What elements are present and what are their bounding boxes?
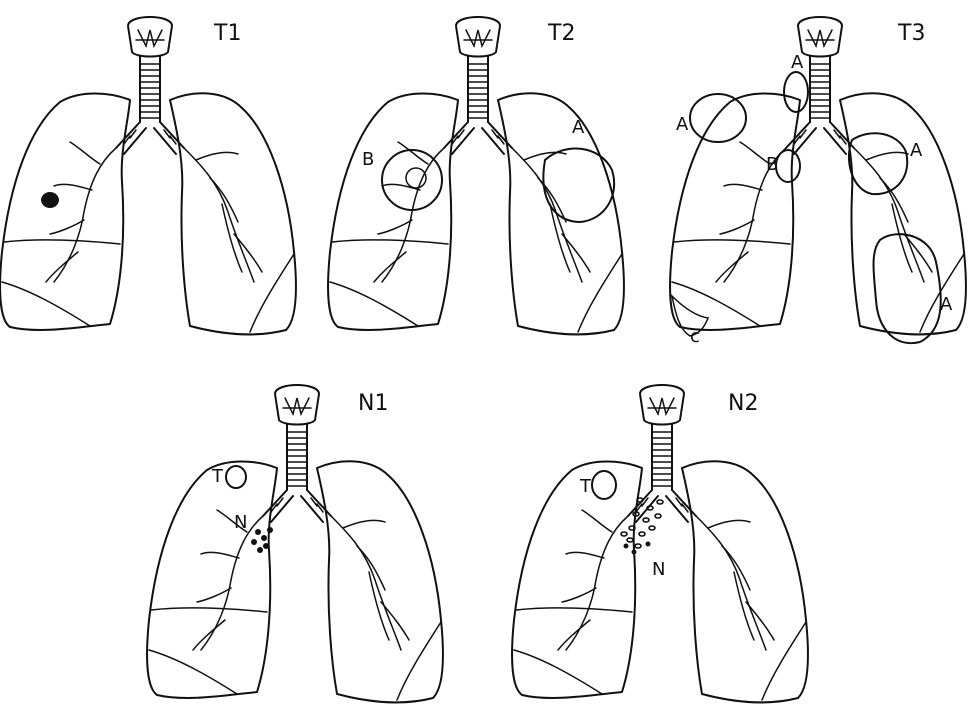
lungs-outline: [147, 385, 443, 702]
label-b: B: [766, 154, 778, 175]
label-b: B: [362, 149, 374, 170]
tumor-t: [592, 471, 616, 499]
tumor-b: [382, 150, 442, 210]
panel-title: T2: [547, 21, 575, 46]
lungs-outline: [0, 17, 296, 334]
tumor-marker: [41, 192, 59, 208]
panel-n1: T N N1: [147, 385, 443, 702]
label-c: c: [690, 326, 700, 347]
label-n: N: [234, 512, 247, 533]
panel-t1: T1: [0, 17, 296, 334]
panel-t2: B A T2: [328, 17, 624, 334]
label-t: T: [211, 466, 224, 487]
panel-title: T3: [897, 21, 925, 46]
label-t: T: [579, 476, 592, 497]
panel-title: N1: [358, 391, 388, 416]
tumor-a-apex: [690, 94, 746, 142]
panel-title: N2: [728, 391, 758, 416]
label-a: A: [791, 52, 804, 73]
panel-t3: A A B A A c T3: [670, 17, 966, 347]
lungs-outline: [328, 17, 624, 334]
label-a: A: [940, 294, 953, 315]
label-a: A: [676, 114, 689, 135]
lungs-outline: [670, 17, 966, 334]
panel-n2: T N N2: [512, 385, 808, 702]
tumor-t: [226, 466, 246, 488]
panel-title: T1: [213, 21, 241, 46]
lungs-outline: [512, 385, 808, 702]
label-a: A: [572, 117, 585, 138]
tumor-a-base: [874, 234, 941, 343]
tumor-a-left-hilum: [849, 133, 907, 194]
tumor-a: [543, 149, 614, 222]
tumor-a-trachea: [784, 72, 808, 112]
label-n: N: [652, 559, 665, 580]
label-a: A: [910, 140, 923, 161]
tumor-b-hilum: [776, 150, 800, 182]
